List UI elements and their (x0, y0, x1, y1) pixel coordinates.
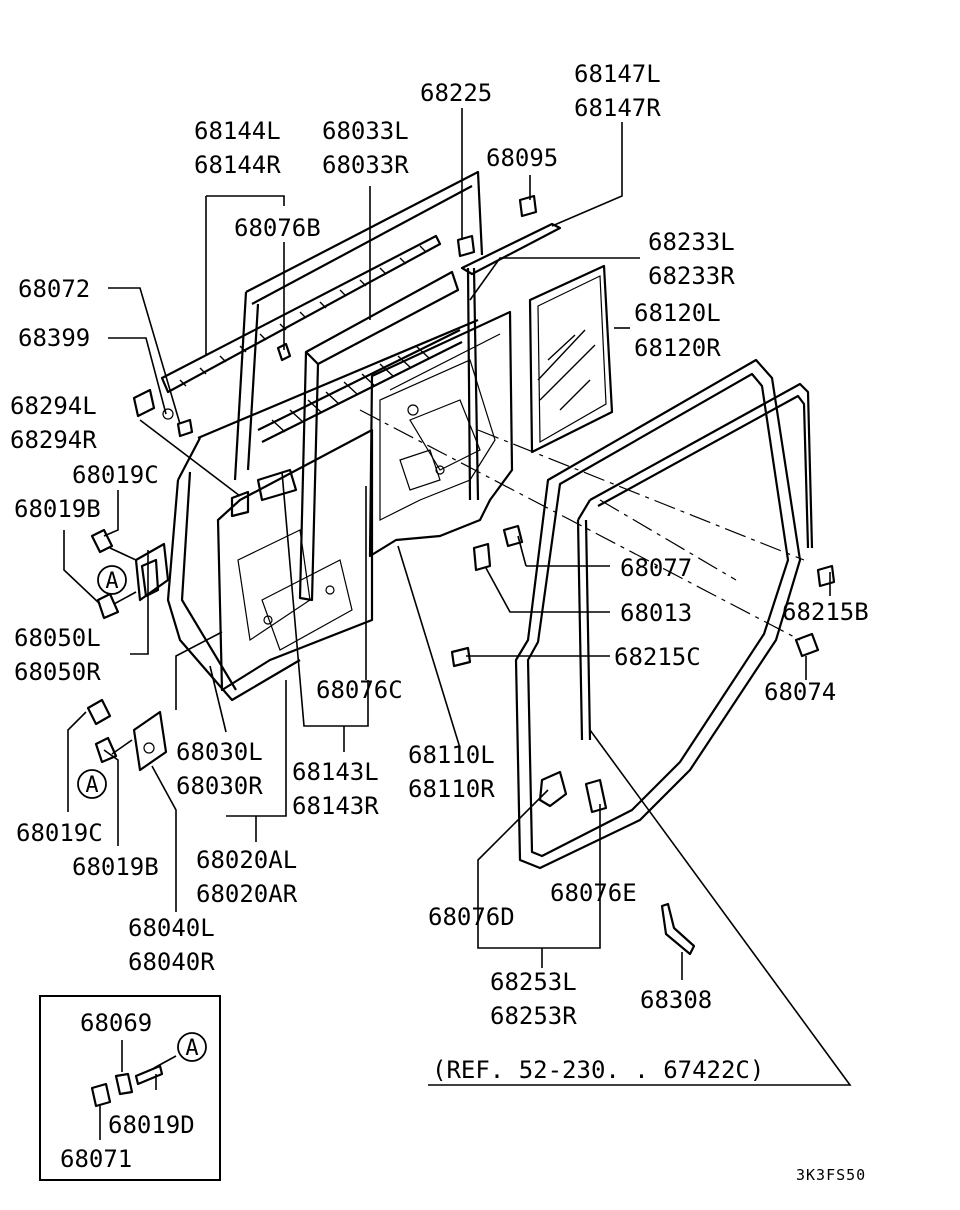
label-68030L: 68030L (176, 738, 263, 766)
label-68020AL: 68020AL (196, 846, 297, 874)
label-68076E: 68076E (550, 879, 637, 907)
label-68030R: 68030R (176, 772, 263, 800)
svg-text:A: A (185, 1036, 198, 1061)
svg-text:A: A (105, 569, 118, 594)
leader-lines (63, 108, 852, 1086)
callout-a-1: A (97, 565, 127, 595)
label-68050R: 68050R (14, 658, 101, 686)
label-68033R: 68033R (322, 151, 409, 179)
label-68020AR: 68020AR (196, 880, 298, 908)
label-68019B-top: 68019B (14, 495, 101, 523)
label-68076B: 68076B (234, 214, 321, 242)
label-68040L: 68040L (128, 914, 215, 942)
label-68143R: 68143R (292, 792, 379, 820)
label-68294L: 68294L (10, 392, 97, 420)
label-68013: 68013 (620, 599, 692, 627)
label-68110L: 68110L (408, 741, 495, 769)
svg-text:A: A (85, 773, 98, 798)
label-68308: 68308 (640, 986, 712, 1014)
label-68143L: 68143L (292, 758, 379, 786)
label-68147L: 68147L (574, 60, 661, 88)
label-68050L: 68050L (14, 624, 101, 652)
label-68253R: 68253R (490, 1002, 577, 1030)
label-68074: 68074 (764, 678, 836, 706)
label-68072: 68072 (18, 275, 90, 303)
label-68019D: 68019D (108, 1111, 195, 1139)
label-68077: 68077 (620, 554, 692, 582)
label-68294R: 68294R (10, 426, 97, 454)
label-68076D: 68076D (428, 903, 515, 931)
door-assembly-artwork (86, 170, 836, 956)
callout-a-2: A (77, 769, 107, 799)
label-68144L: 68144L (194, 117, 281, 145)
label-68253L: 68253L (490, 968, 577, 996)
label-68215B: 68215B (782, 598, 869, 626)
label-68120L: 68120L (634, 299, 721, 327)
part-labels: 68225 68147L 68147R 68144L 68144R 68033L… (10, 60, 869, 1173)
label-68233L: 68233L (648, 228, 735, 256)
callout-a-3: A (177, 1032, 207, 1062)
label-68040R: 68040R (128, 948, 215, 976)
label-68076C: 68076C (316, 676, 403, 704)
drawing-code: 3K3FS50 (796, 1166, 866, 1184)
reference-note: (REF. 52-230. . 67422C) (432, 1056, 764, 1084)
label-68233R: 68233R (648, 262, 735, 290)
label-68033L: 68033L (322, 117, 409, 145)
label-68071: 68071 (60, 1145, 132, 1173)
label-68215C: 68215C (614, 643, 701, 671)
label-68144R: 68144R (194, 151, 281, 179)
label-68069: 68069 (80, 1009, 152, 1037)
label-68095: 68095 (486, 144, 558, 172)
label-68019B-bottom: 68019B (72, 853, 159, 881)
label-68225: 68225 (420, 79, 492, 107)
label-68110R: 68110R (408, 775, 495, 803)
label-68019C-top: 68019C (72, 461, 159, 489)
label-68399: 68399 (18, 324, 90, 352)
label-68120R: 68120R (634, 334, 721, 362)
label-68019C-bottom: 68019C (16, 819, 103, 847)
detail-box-a (39, 995, 221, 1181)
label-68147R: 68147R (574, 94, 661, 122)
